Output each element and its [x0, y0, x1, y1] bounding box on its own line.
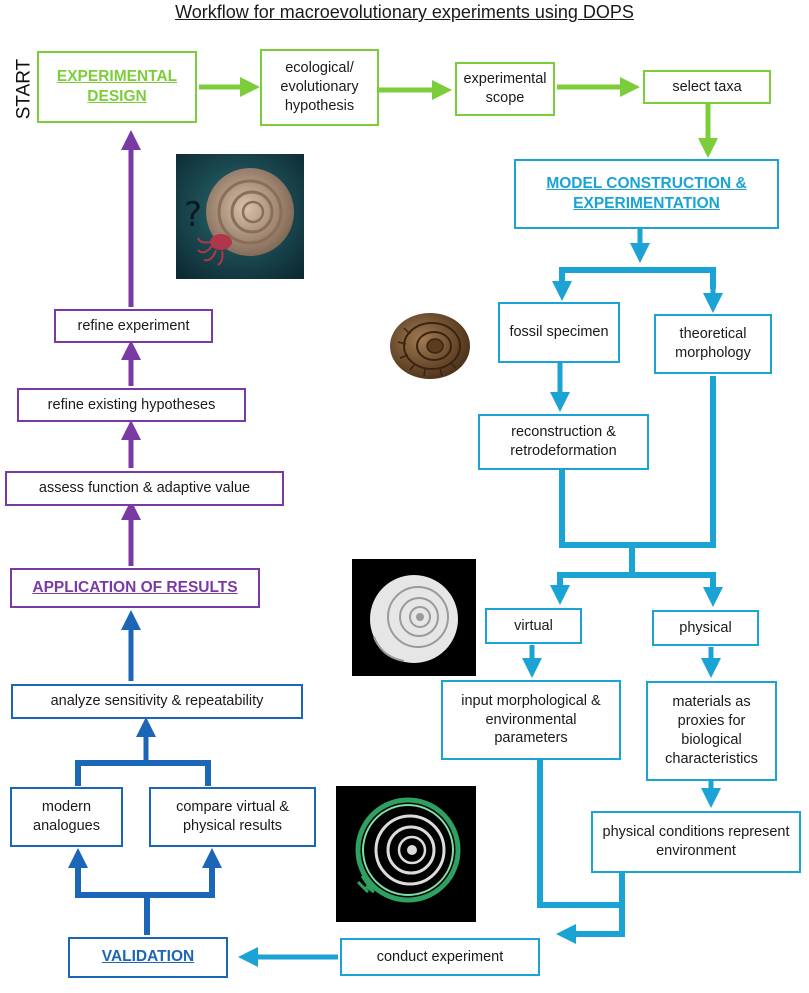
fossil-ammonite-icon	[390, 313, 470, 379]
split-line-bottom	[557, 572, 716, 593]
merge-line-validation	[75, 760, 211, 786]
refine-experiment-box: refine experiment	[54, 309, 213, 343]
physical-conditions-box: physical conditions represent environmen…	[591, 811, 801, 873]
modern-analogues-box: modern analogues	[10, 787, 123, 847]
select-taxa-box: select taxa	[643, 70, 771, 104]
flow-simulation-icon	[336, 786, 476, 922]
question-mark-text: ?	[184, 195, 202, 235]
analyze-sensitivity-box: analyze sensitivity & repeatability	[11, 684, 303, 719]
virtual-box: virtual	[485, 608, 582, 644]
physical-box: physical	[652, 610, 759, 646]
materials-proxies-box: materials as proxies for biological char…	[646, 681, 777, 781]
virtual-shell-icon	[352, 559, 476, 676]
validation-box: VALIDATION	[68, 937, 228, 978]
ammonite-question-icon: ?	[176, 154, 304, 279]
compare-results-box: compare virtual & physical results	[149, 787, 316, 847]
experimental-design-box: EXPERIMENTAL DESIGN	[37, 51, 197, 123]
experimental-scope-box: experimental scope	[455, 62, 555, 116]
split-line-validation	[75, 866, 150, 935]
reconstruction-box: reconstruction & retrodeformation	[478, 414, 649, 470]
assess-function-box: assess function & adaptive value	[5, 471, 284, 506]
merge-line-mid	[559, 376, 716, 548]
input-parameters-box: input morphological & environmental para…	[441, 680, 621, 760]
model-construction-box: MODEL CONSTRUCTION & EXPERIMENTATION	[514, 159, 779, 229]
theoretical-morphology-box: theoretical morphology	[654, 314, 772, 374]
hypothesis-box: ecological/ evolutionary hypothesis	[260, 49, 379, 126]
application-results-box: APPLICATION OF RESULTS	[10, 568, 260, 608]
fossil-specimen-box: fossil specimen	[498, 302, 620, 363]
split-line-top	[559, 267, 716, 289]
conduct-experiment-box: conduct experiment	[340, 938, 540, 976]
refine-hypotheses-box: refine existing hypotheses	[17, 388, 246, 422]
page-title: Workflow for macroevolutionary experimen…	[175, 2, 634, 22]
